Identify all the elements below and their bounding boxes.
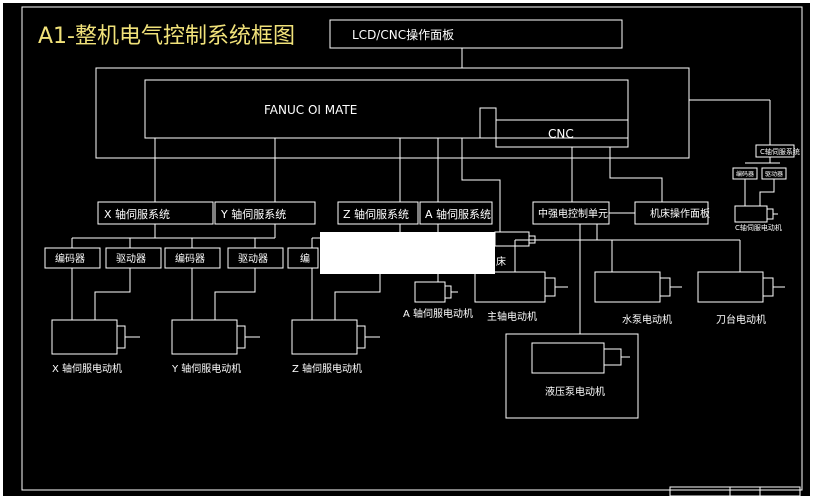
tool-turret-label: 刀台电动机 [716,313,766,326]
x-motor-label: X 轴伺服电动机 [52,362,122,375]
z-encoder-label: 编 [300,252,310,265]
z-encoder-box [287,247,319,269]
y-servo-label: Y 轴伺服系统 [220,207,286,221]
water-pump-motor [594,271,682,303]
spindle-motor [474,271,568,303]
c-driver-label: 驱动器 [765,171,783,178]
title-block [669,486,801,497]
c-encoder-label: 编码器 [736,170,754,178]
water-pump-label: 水泵电动机 [622,313,672,326]
hydraulic-pump-motor [531,342,630,374]
diagram-title: A1-整机电气控制系统框图 [38,24,295,49]
intermediate-unit-label: 中强电控制单元 [538,207,608,220]
x-servo-label: X 轴伺服系统 [104,207,170,221]
c-servo-box [755,144,795,158]
cnc-box [495,119,629,148]
y-servo-box [214,201,316,225]
fanuc-box [144,79,629,139]
x-motor [51,319,140,355]
z-motor [291,319,380,355]
y-driver-label: 驱动器 [238,253,268,265]
fanuc-label: FANUC OI MATE [264,103,357,117]
fragment-label: 床 [496,255,506,268]
a-motor [414,281,458,303]
a-servo-label: A 轴伺服系统 [425,207,491,221]
x-driver-label: 驱动器 [116,253,146,265]
hydraulic-pump-label: 液压泵电动机 [545,385,605,398]
c-servo-label: C轴伺服系统 [760,147,800,156]
tool-turret-motor [697,271,785,303]
cnc-link [479,107,497,138]
x-driver-box [105,247,162,269]
a-motor-label: A 轴伺服电动机 [403,307,473,320]
c-motor [734,205,778,223]
lcd-cnc-panel-box [329,19,623,49]
watermark-band [320,232,495,274]
y-motor [171,319,260,355]
cnc-label: CNC [548,127,574,141]
z-servo-label: Z 轴伺服系统 [343,207,409,221]
z-motor-label: Z 轴伺服电动机 [292,362,362,375]
spindle-motor-label: 主轴电动机 [487,310,537,323]
system-bus-frame [95,67,690,159]
hydraulic-section-box [505,333,639,419]
y-encoder-label: 编码器 [175,252,205,265]
inner-frame [21,6,803,491]
a-servo-box [419,201,493,225]
z-servo-box [337,201,419,225]
machine-panel-label: 机床操作面板 [650,207,710,220]
x-encoder-label: 编码器 [55,252,85,265]
y-motor-label: Y 轴伺服电动机 [171,362,241,375]
lcd-cnc-panel-label: LCD/CNC操作面板 [352,27,454,42]
c-motor-label: C轴伺服电动机 [735,223,782,232]
